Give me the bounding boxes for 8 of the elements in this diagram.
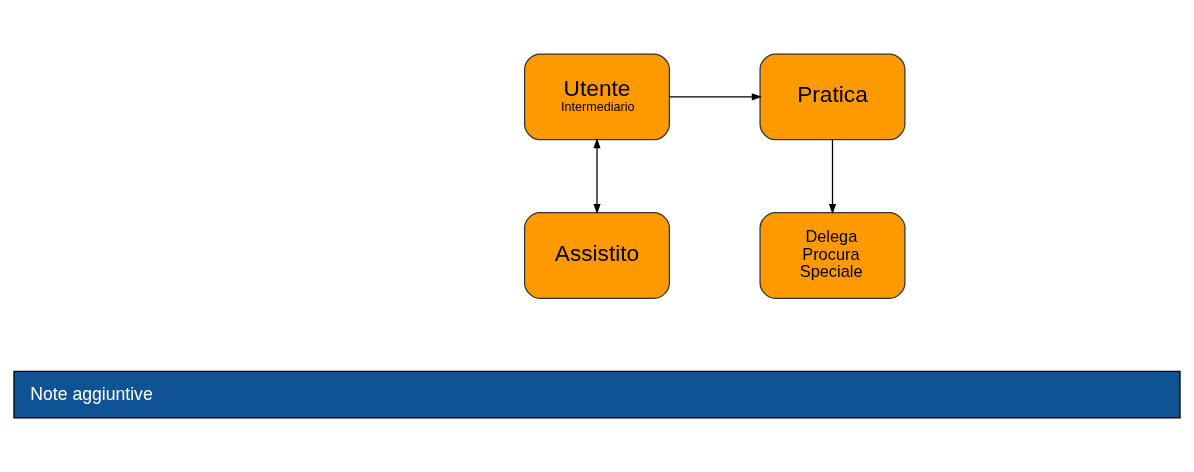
node-box: Note aggiuntive xyxy=(13,370,1181,419)
node-box: Utente Intermediario xyxy=(523,53,671,141)
arrow xyxy=(828,139,836,215)
arrow xyxy=(593,138,601,215)
node-box: Pratica xyxy=(759,53,906,141)
node-box: Assistito xyxy=(523,212,671,299)
node-box: Delega Procura Speciale xyxy=(759,212,906,299)
arrow xyxy=(669,93,762,101)
